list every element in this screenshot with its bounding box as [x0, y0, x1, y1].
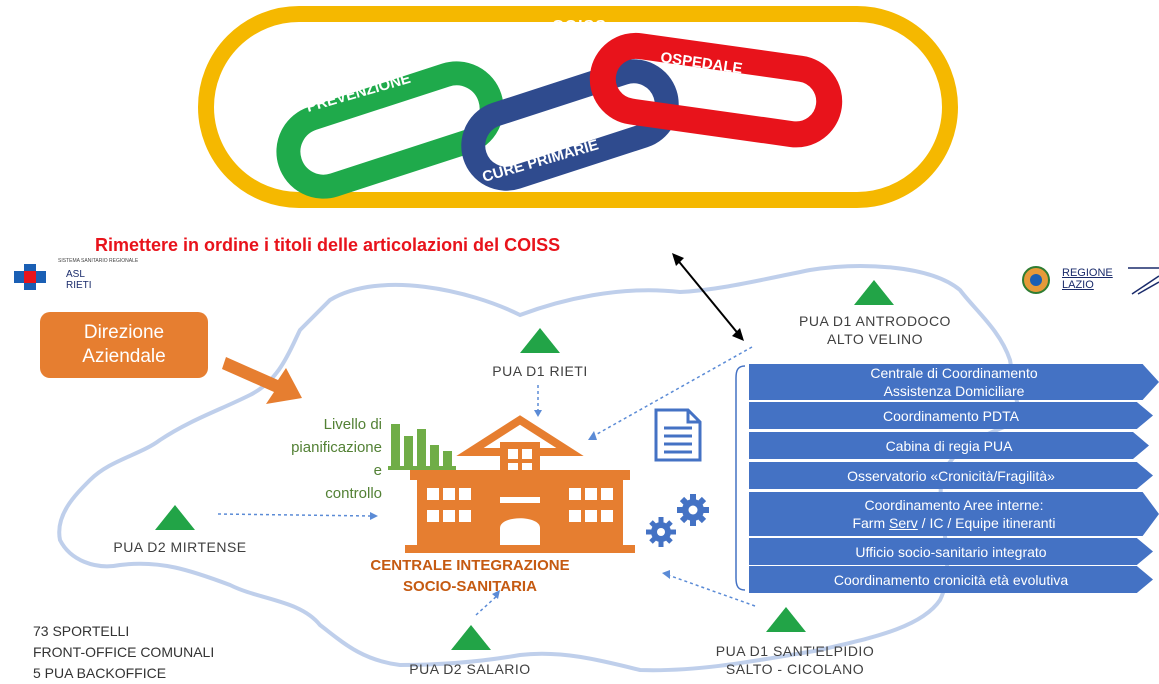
level-line2: pianificazione e [291, 439, 382, 479]
list-bracket [735, 365, 746, 591]
direction-arrow [222, 357, 302, 404]
sportelli-line2: FRONT-OFFICE COMUNALI [33, 644, 215, 660]
asl-logo-name: ASL RIETI [66, 269, 92, 291]
note-text: Rimettere in ordine i titoli delle artic… [95, 235, 561, 255]
centrale-line1: CENTRALE INTEGRAZIONE [370, 557, 570, 574]
coiss-chain-diagram: PREVENZIONE OSPEDALE CURE PRIMARIE [198, 6, 958, 208]
pua-antrodoco-line1: PUA D1 ANTRODOCO [799, 313, 951, 329]
order-arrow-head-bottom [732, 328, 744, 341]
articolazione-item-5: Coordinamento Aree interne: Farm Serv / … [749, 492, 1159, 536]
asl-line1: ASL [66, 269, 85, 280]
coiss-ring [198, 6, 958, 208]
order-arrow-line [675, 257, 741, 337]
item5-line2: Farm Serv / IC / Equipe itineranti [852, 514, 1055, 532]
centrale-line2: SOCIO-SANITARIA [403, 578, 537, 595]
asl-line2: RIETI [66, 280, 92, 291]
level-line3: controllo [325, 485, 382, 502]
articolazione-item-4: Osservatorio «Cronicità/Fragilità» [749, 462, 1153, 489]
articolazione-item-2: Coordinamento PDTA [749, 402, 1153, 429]
regione-lazio-text: REGIONE LAZIO [1062, 267, 1113, 291]
pua-antrodoco-line2: ALTO VELINO [826, 331, 923, 347]
direzione-aziendale-box: Direzione Aziendale [40, 312, 208, 378]
regione-line1: REGIONE [1062, 267, 1113, 279]
triangle-salario [451, 625, 491, 650]
articolazione-item-7: Coordinamento cronicità età evolutiva [749, 566, 1153, 593]
pua-salario-label: PUA D2 SALARIO [409, 661, 531, 677]
planning-level-label: Livello di pianificazione e controllo [282, 413, 382, 505]
arrow-santelpidio [667, 574, 756, 607]
pua-antrodoco-label: PUA D1 ANTRODOCO ALTO VELINO [750, 312, 1000, 348]
item5-rest: / IC / Equipe itineranti [917, 515, 1056, 531]
pua-santelpidio-label: PUA D1 SANT'ELPIDIO SALTO - CICOLANO [680, 642, 910, 678]
triangle-rieti [520, 328, 560, 353]
item1-line1: Centrale di Coordinamento [870, 365, 1038, 381]
articolazione-item-3: Cabina di regia PUA [749, 432, 1149, 459]
building-icon [405, 415, 635, 553]
level-line1: Livello di [323, 416, 382, 433]
gears-icon [646, 494, 709, 547]
document-icon [654, 408, 702, 462]
sportelli-line3: 5 PUA BACKOFFICE [33, 665, 167, 681]
province-outline [57, 264, 1023, 673]
arrow-antrodoco [589, 346, 753, 439]
pua-rieti-label: PUA D1 RIETI [492, 363, 588, 379]
pua-santelpidio-line1: PUA D1 SANT'ELPIDIO [715, 643, 875, 659]
ospedale-link [589, 32, 843, 148]
item1-line2: Assistenza Domiciliare [883, 383, 1025, 399]
cure-primarie-link [461, 59, 679, 191]
direzione-line1: Direzione [83, 322, 165, 343]
pua-santelpidio-line2: SALTO - CICOLANO [725, 661, 865, 677]
asl-logo-caption: SISTEMA SANITARIO REGIONALE [58, 258, 139, 264]
pua-mirtense-label: PUA D2 MIRTENSE [113, 539, 247, 555]
centrale-integrazione-label: CENTRALE INTEGRAZIONE SOCIO-SANITARIA [330, 555, 610, 597]
triangle-mirtense [155, 505, 195, 530]
direzione-line2: Aziendale [82, 346, 166, 367]
coiss-title: COISS [552, 18, 607, 35]
arrow-mirtense [217, 513, 373, 517]
triangle-santelpidio [766, 607, 806, 632]
prevenzione-link [276, 61, 504, 199]
item5-farm: Farm [852, 515, 889, 531]
regione-lazio-emblem [1022, 266, 1159, 295]
arrow-salario [475, 594, 499, 616]
sportelli-summary: 73 SPORTELLI FRONT-OFFICE COMUNALI 5 PUA… [33, 621, 214, 684]
item5-line1: Coordinamento Aree interne: [864, 497, 1044, 513]
articolazione-item-6: Ufficio socio-sanitario integrato [749, 538, 1153, 565]
bar-chart-icon [388, 424, 456, 470]
item5-serv: Serv [889, 515, 918, 531]
sportelli-line1: 73 SPORTELLI [33, 623, 130, 639]
asl-logo-cross [14, 264, 46, 290]
triangle-antrodoco [854, 280, 894, 305]
regione-line2: LAZIO [1062, 279, 1094, 291]
order-arrow-head-top [672, 253, 684, 266]
